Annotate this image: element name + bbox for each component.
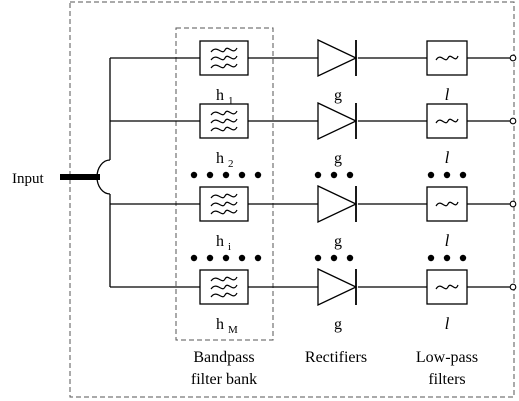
ellipsis-dots-lowpass — [443, 254, 451, 262]
system-boundary — [69, 1, 515, 398]
ellipsis-dots — [190, 171, 467, 262]
lowpass-label: l — [445, 231, 450, 250]
input-label: Input — [12, 171, 44, 187]
ellipsis-dots-filters — [222, 254, 230, 262]
lowpass-filter-icon — [426, 40, 468, 76]
filter-label: h — [216, 233, 224, 250]
ellipsis-dots-rectifiers — [314, 254, 322, 262]
bandpass-caption-line1: Bandpass — [193, 349, 254, 366]
ellipsis-dots-rectifiers — [330, 254, 338, 262]
output-terminal — [509, 54, 517, 62]
lowpass-label: l — [445, 314, 450, 333]
filter-bank-group — [175, 27, 274, 341]
rectifier-triangle-icon — [317, 267, 358, 307]
ellipsis-dots-rectifiers — [346, 254, 354, 262]
bandpass-filter-icon — [199, 269, 249, 305]
output-terminal — [509, 200, 517, 208]
ellipsis-dots-filters — [190, 254, 198, 262]
lowpass-filter-icon — [426, 269, 468, 305]
rectifier-label: g — [334, 233, 342, 250]
input-junction-arc — [96, 159, 111, 195]
ellipsis-dots-filters — [190, 171, 198, 179]
ellipsis-dots-rectifiers — [346, 171, 354, 179]
filter-label-subscript: 1 — [228, 95, 234, 107]
filter-label: h — [216, 316, 224, 333]
lowpass-caption-line1: Low-pass — [416, 349, 478, 366]
rectifier-triangle-icon — [317, 101, 358, 141]
ellipsis-dots-lowpass — [427, 254, 435, 262]
bandpass-filter-icon — [199, 40, 249, 76]
lowpass-filter-icon — [426, 186, 468, 222]
ellipsis-dots-lowpass — [427, 171, 435, 179]
output-terminal — [509, 283, 517, 291]
ellipsis-dots-filters — [254, 171, 262, 179]
bandpass-filter-icon — [199, 103, 249, 139]
lowpass-label: l — [445, 85, 450, 104]
ellipsis-dots-filters — [206, 254, 214, 262]
rectifier-triangle-icon — [317, 184, 358, 224]
ellipsis-dots-filters — [222, 171, 230, 179]
filter-label-subscript: i — [228, 241, 231, 253]
input-signal-bar — [60, 174, 100, 180]
rectifier-label: g — [334, 87, 342, 104]
ellipsis-dots-filters — [254, 254, 262, 262]
lowpass-label: l — [445, 148, 450, 167]
bandpass-caption-line2: filter bank — [191, 371, 257, 388]
rectifier-label: g — [334, 316, 342, 333]
ellipsis-dots-filters — [206, 171, 214, 179]
ellipsis-dots-lowpass — [443, 171, 451, 179]
rectifier-label: g — [334, 150, 342, 167]
filter-label-subscript: 2 — [228, 158, 234, 170]
ellipsis-dots-filters — [238, 254, 246, 262]
filter-label: h — [216, 150, 224, 167]
ellipsis-dots-rectifiers — [330, 171, 338, 179]
lowpass-caption-line2: filters — [428, 371, 465, 388]
lowpass-filter-icon — [426, 103, 468, 139]
ellipsis-dots-lowpass — [459, 171, 467, 179]
ellipsis-dots-filters — [238, 171, 246, 179]
filter-label-subscript: M — [228, 324, 238, 336]
output-terminal — [509, 117, 517, 125]
ellipsis-dots-rectifiers — [314, 171, 322, 179]
filter-label: h — [216, 87, 224, 104]
ellipsis-dots-lowpass — [459, 254, 467, 262]
rectifier-triangle-icon — [317, 38, 358, 78]
bandpass-filter-icon — [199, 186, 249, 222]
rectifiers-caption: Rectifiers — [305, 349, 367, 366]
